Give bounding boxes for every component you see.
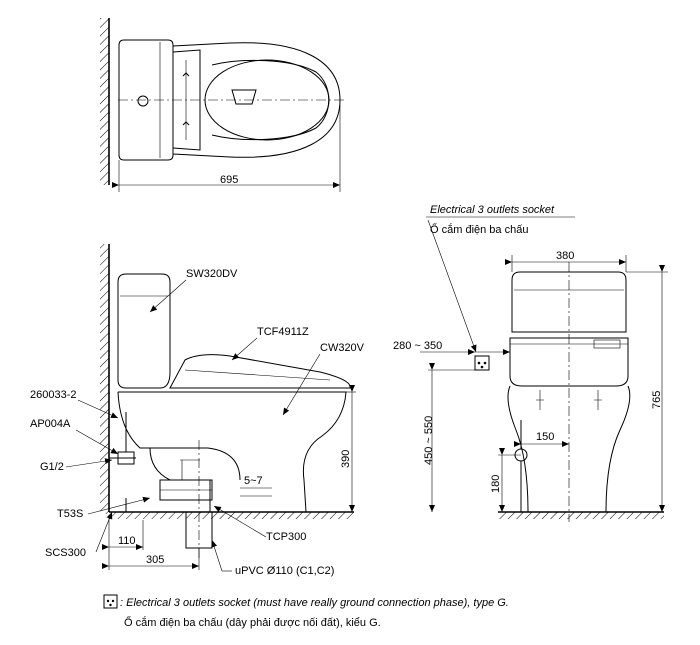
footnote-line1: : Electrical 3 outlets socket (must have… — [120, 597, 509, 609]
top-view: 695 — [100, 18, 345, 192]
wall-hatch-side — [100, 244, 109, 514]
label-tcf4911z: TCF4911Z — [257, 326, 309, 338]
label-sw320dv: SW320DV — [186, 268, 238, 280]
dim-450-550: 450 ~ 550 — [423, 416, 435, 465]
label-socket-vi: Ổ cắm điện ba chấu — [430, 223, 528, 236]
dim-5-7: 5~7 — [244, 475, 263, 487]
dim-380: 380 — [556, 250, 574, 262]
dim-110: 110 — [118, 535, 136, 547]
label-cw320v: CW320V — [320, 342, 365, 354]
dim-305: 305 — [146, 554, 164, 566]
label-tcp300: TCP300 — [266, 531, 306, 543]
dim-765: 765 — [651, 391, 663, 409]
side-view: 390 5~7 110 305 SW320DV TCF4911Z CW320V … — [30, 244, 365, 577]
dim-150: 150 — [536, 431, 554, 443]
label-ap004a: AP004A — [30, 418, 71, 430]
floor-hatch-side — [109, 512, 354, 519]
dim-280-350: 280 ~ 350 — [393, 340, 442, 352]
dim-695: 695 — [220, 174, 238, 186]
socket-legend-symbol — [103, 594, 118, 609]
label-t53s: T53S — [57, 508, 83, 520]
label-g12: G1/2 — [40, 461, 64, 473]
socket-symbol — [474, 355, 490, 371]
footnote-line2: Ổ cắm điện ba chấu (dây phải được nối đấ… — [124, 616, 381, 629]
wall-hatch-top — [100, 18, 109, 185]
front-view: Electrical 3 outlets socket Ổ cắm điện b… — [393, 204, 668, 522]
label-socket-en: Electrical 3 outlets socket — [430, 204, 555, 216]
label-upvc: uPVC Ø110 (C1,C2) — [235, 565, 334, 577]
floor-hatch-front — [498, 512, 664, 519]
label-scs300: SCS300 — [45, 547, 86, 559]
label-260033-2: 260033-2 — [30, 389, 77, 401]
footnote: : Electrical 3 outlets socket (must have… — [103, 594, 509, 629]
dim-390: 390 — [340, 450, 352, 468]
dim-180: 180 — [490, 475, 502, 493]
